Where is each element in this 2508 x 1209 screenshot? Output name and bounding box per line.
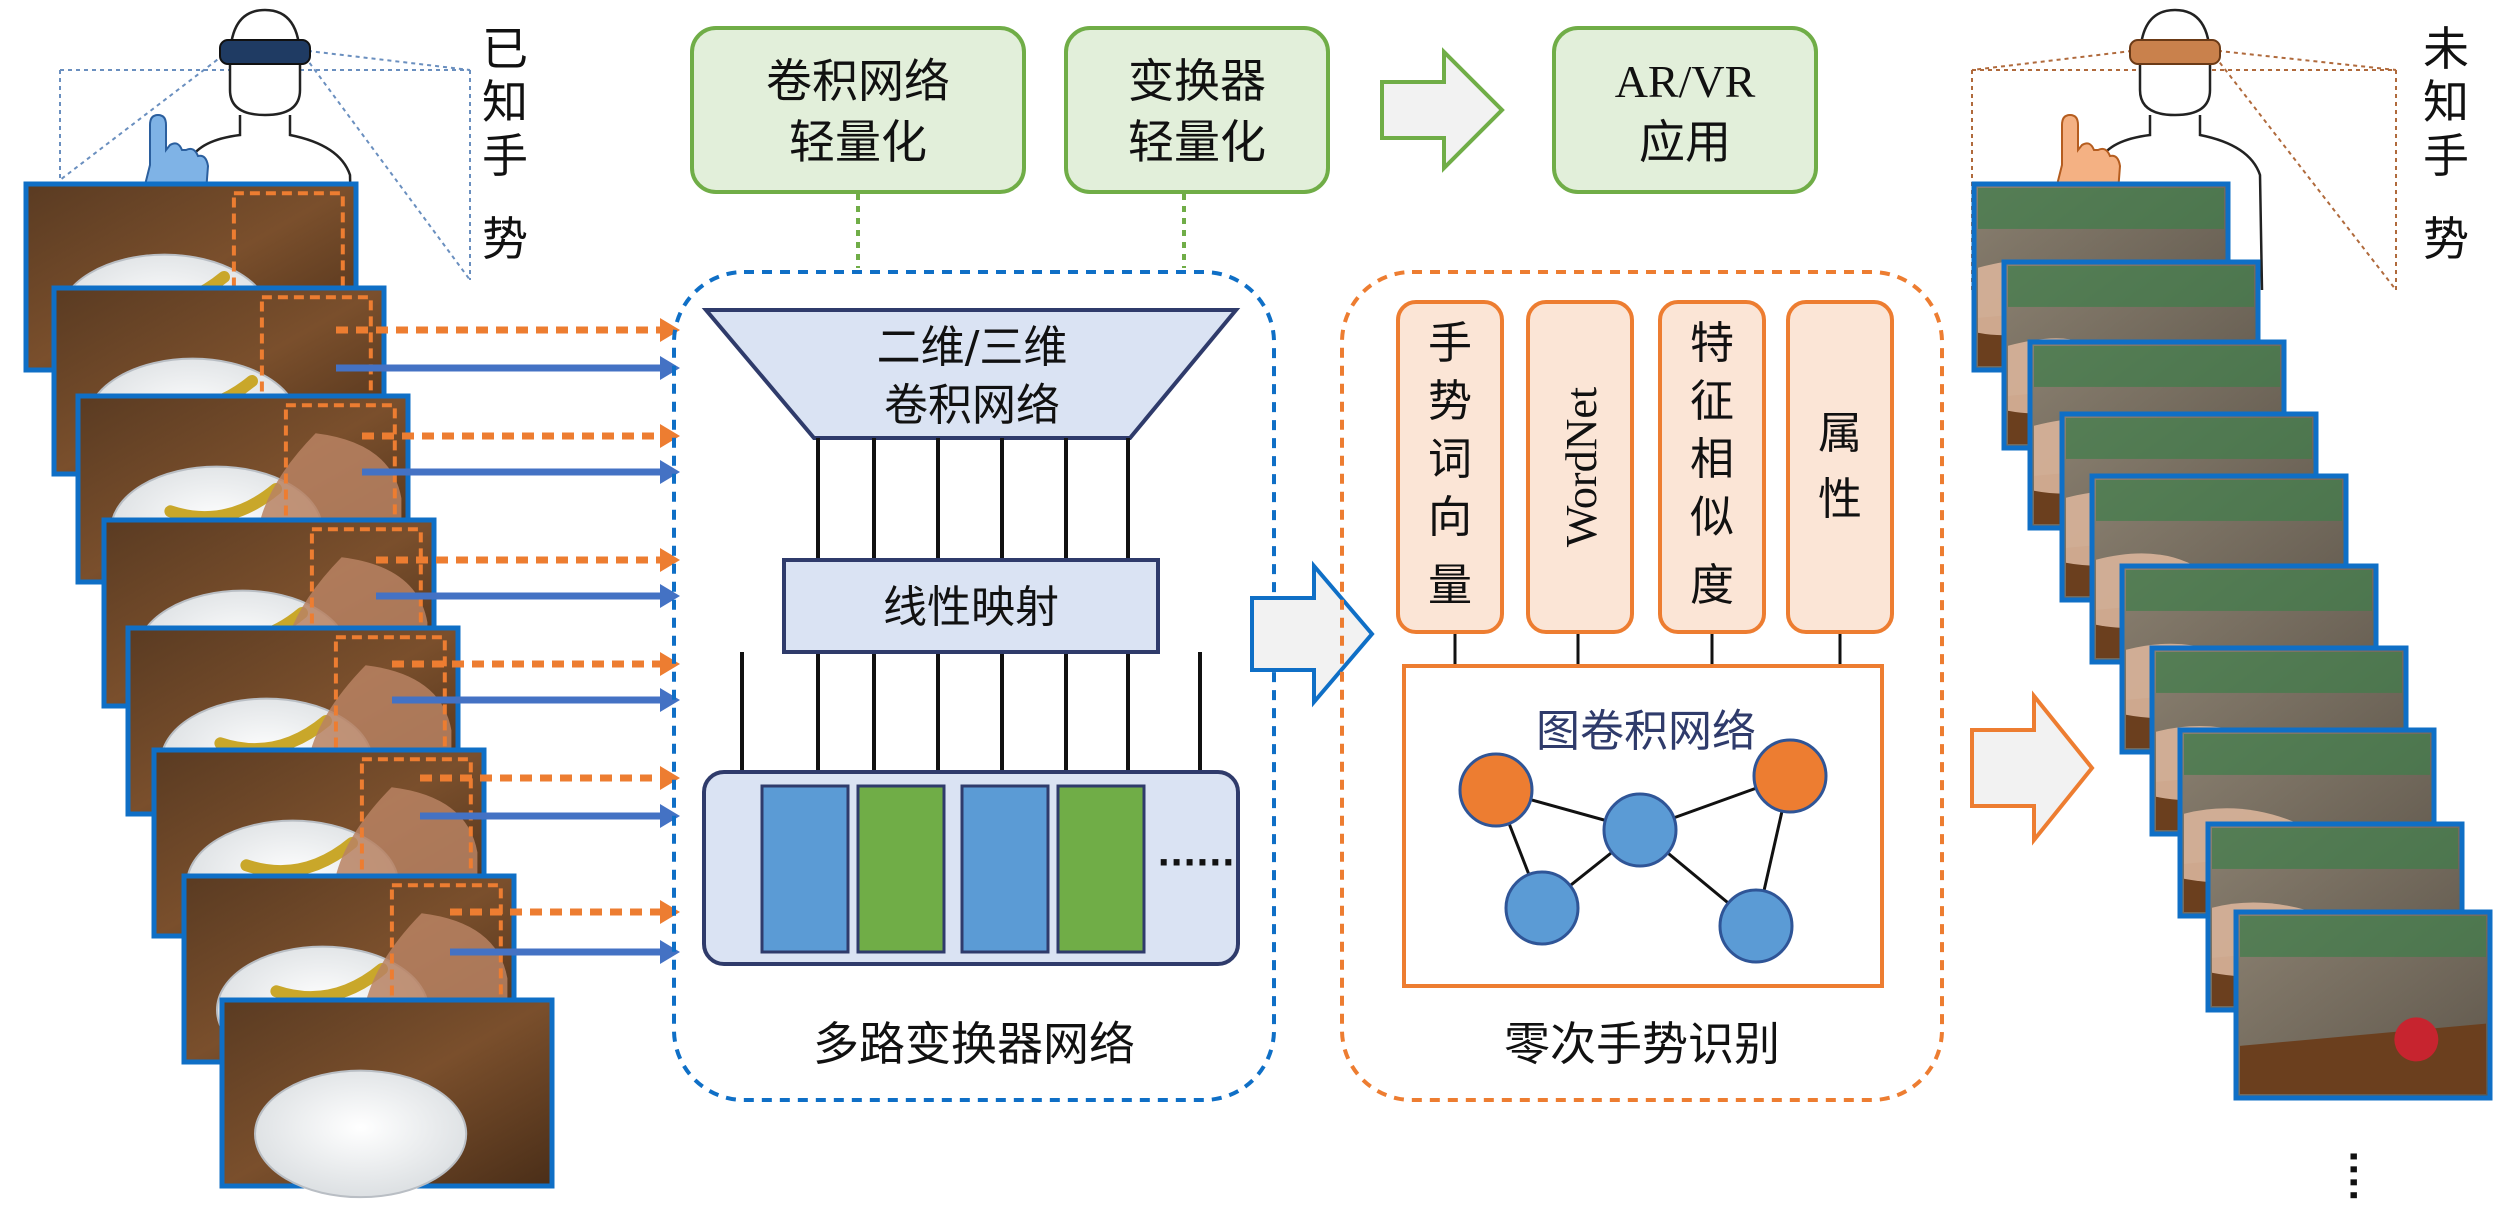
feat3-char5: 度 [1690,560,1734,611]
conv-trapezoid-line2: 卷积网络 [884,380,1060,431]
orange-arrowhead-1 [660,318,680,342]
left-label-char-4: 势 [482,212,528,266]
gcn-node-blue-2 [1504,870,1580,946]
feature-attribute: 属 性 [1786,300,1894,634]
orange-arrowhead-2 [660,424,680,448]
feature-similarity: 特 征 相 似 度 [1658,300,1766,634]
blue-arrowhead-3 [660,584,680,608]
cnn-lightweight-line2: 轻量化 [789,115,927,169]
known-frame-8 [219,997,555,1199]
zero-shot-panel: 手 势 词 向 量 WordNet 特 征 相 似 度 属 性 [1340,270,1944,1102]
right-label-char-3: 手 [2423,129,2469,183]
linear-mapping-box: 线性映射 [782,558,1160,654]
left-label-char-1: 已 [482,22,528,76]
transformer-lightweight-line2: 轻量化 [1128,115,1266,169]
feat4-char2: 性 [1818,474,1862,525]
to-unknown-gestures-arrow [1970,690,2095,846]
token-blue-2 [960,784,1050,954]
gcn-label: 图卷积网络 [1536,706,1756,757]
ar-vr-application-box: AR/VR 应用 [1552,26,1818,194]
to-application-arrow [1380,47,1505,173]
multi-path-transformer-panel: 二维/三维 卷积网络 线性映射 ······ 多路变换器网络 [672,270,1276,1102]
ar-vr-application-line2: 应用 [1639,115,1731,169]
feat3-char2: 征 [1690,376,1734,427]
known-gesture-frame-stack [23,181,555,1199]
token-green-1 [856,784,946,954]
cnn-lightweight-box: 卷积网络 轻量化 [690,26,1026,194]
blue-arrowhead-5 [660,804,680,828]
gcn-node-blue-3 [1718,888,1794,964]
blue-arrowhead-1 [660,356,680,380]
blue-arrowhead-2 [660,460,680,484]
feat3-char4: 似 [1690,492,1734,543]
cnn-lightweight-line1: 卷积网络 [766,54,950,108]
frame-to-network-arrows [336,318,680,964]
linear-mapping-label: 线性映射 [883,582,1059,633]
zero-shot-caption: 零次手势识别 [1504,1017,1780,1071]
orange-arrowhead-4 [660,652,680,676]
left-label-char-3: 手 [482,129,528,183]
feature-lines [740,438,1202,772]
blue-arrowhead-6 [660,940,680,964]
unknown-frame-10 [2233,909,2493,1101]
feat3-char3: 相 [1690,434,1734,485]
gcn-node-orange-1 [1458,752,1534,828]
unknown-gesture-frame-stack [1971,181,2493,1101]
transformer-lightweight-line1: 变换器 [1128,54,1266,108]
more-frames-ellipsis: ······ [2333,1150,2373,1204]
left-label-char-2: 知 [482,75,528,129]
token-blue-1 [760,784,850,954]
left-label-known-gestures: 已 知 手 势 [482,22,528,266]
blue-arrowhead-4 [660,688,680,712]
feat3-char1: 特 [1690,318,1734,369]
feat1-char4: 向 [1428,492,1472,543]
gcn-box: 图卷积网络 [1402,664,1884,988]
right-label-unknown-gestures: 未 知 手 势 [2423,22,2469,266]
token-ellipsis: ······ [1157,843,1235,883]
conv-trapezoid-line1: 二维/三维 [877,322,1068,373]
gcn-node-blue-1 [1602,792,1678,868]
feat1-char1: 手 [1428,318,1472,369]
orange-arrowhead-6 [660,900,680,924]
ar-vr-application-line1: AR/VR [1615,56,1756,107]
right-label-char-1: 未 [2423,22,2469,76]
feat2-wordnet: WordNet [1557,387,1606,547]
feat1-char5: 量 [1428,560,1472,611]
right-label-char-2: 知 [2423,75,2469,129]
feature-wordnet: WordNet [1526,300,1634,634]
token-sequence: ······ [702,770,1240,966]
feat4-char1: 属 [1818,408,1862,459]
feature-gesture-word-vector: 手 势 词 向 量 [1396,300,1504,634]
gcn-node-orange-2 [1752,738,1828,814]
multi-path-transformer-caption: 多路变换器网络 [813,1017,1135,1071]
token-green-2 [1056,784,1146,954]
conv-trapezoid: 二维/三维 卷积网络 [701,308,1241,440]
transformer-lightweight-box: 变换器 轻量化 [1064,26,1330,194]
right-label-char-4: 势 [2423,212,2469,266]
right-headset-user-illustration [1971,8,2397,291]
feat1-char2: 势 [1428,376,1472,427]
orange-arrowhead-3 [660,548,680,572]
to-zero-shot-arrow [1250,560,1375,708]
orange-arrowhead-5 [660,766,680,790]
feat1-char3: 词 [1428,434,1472,485]
